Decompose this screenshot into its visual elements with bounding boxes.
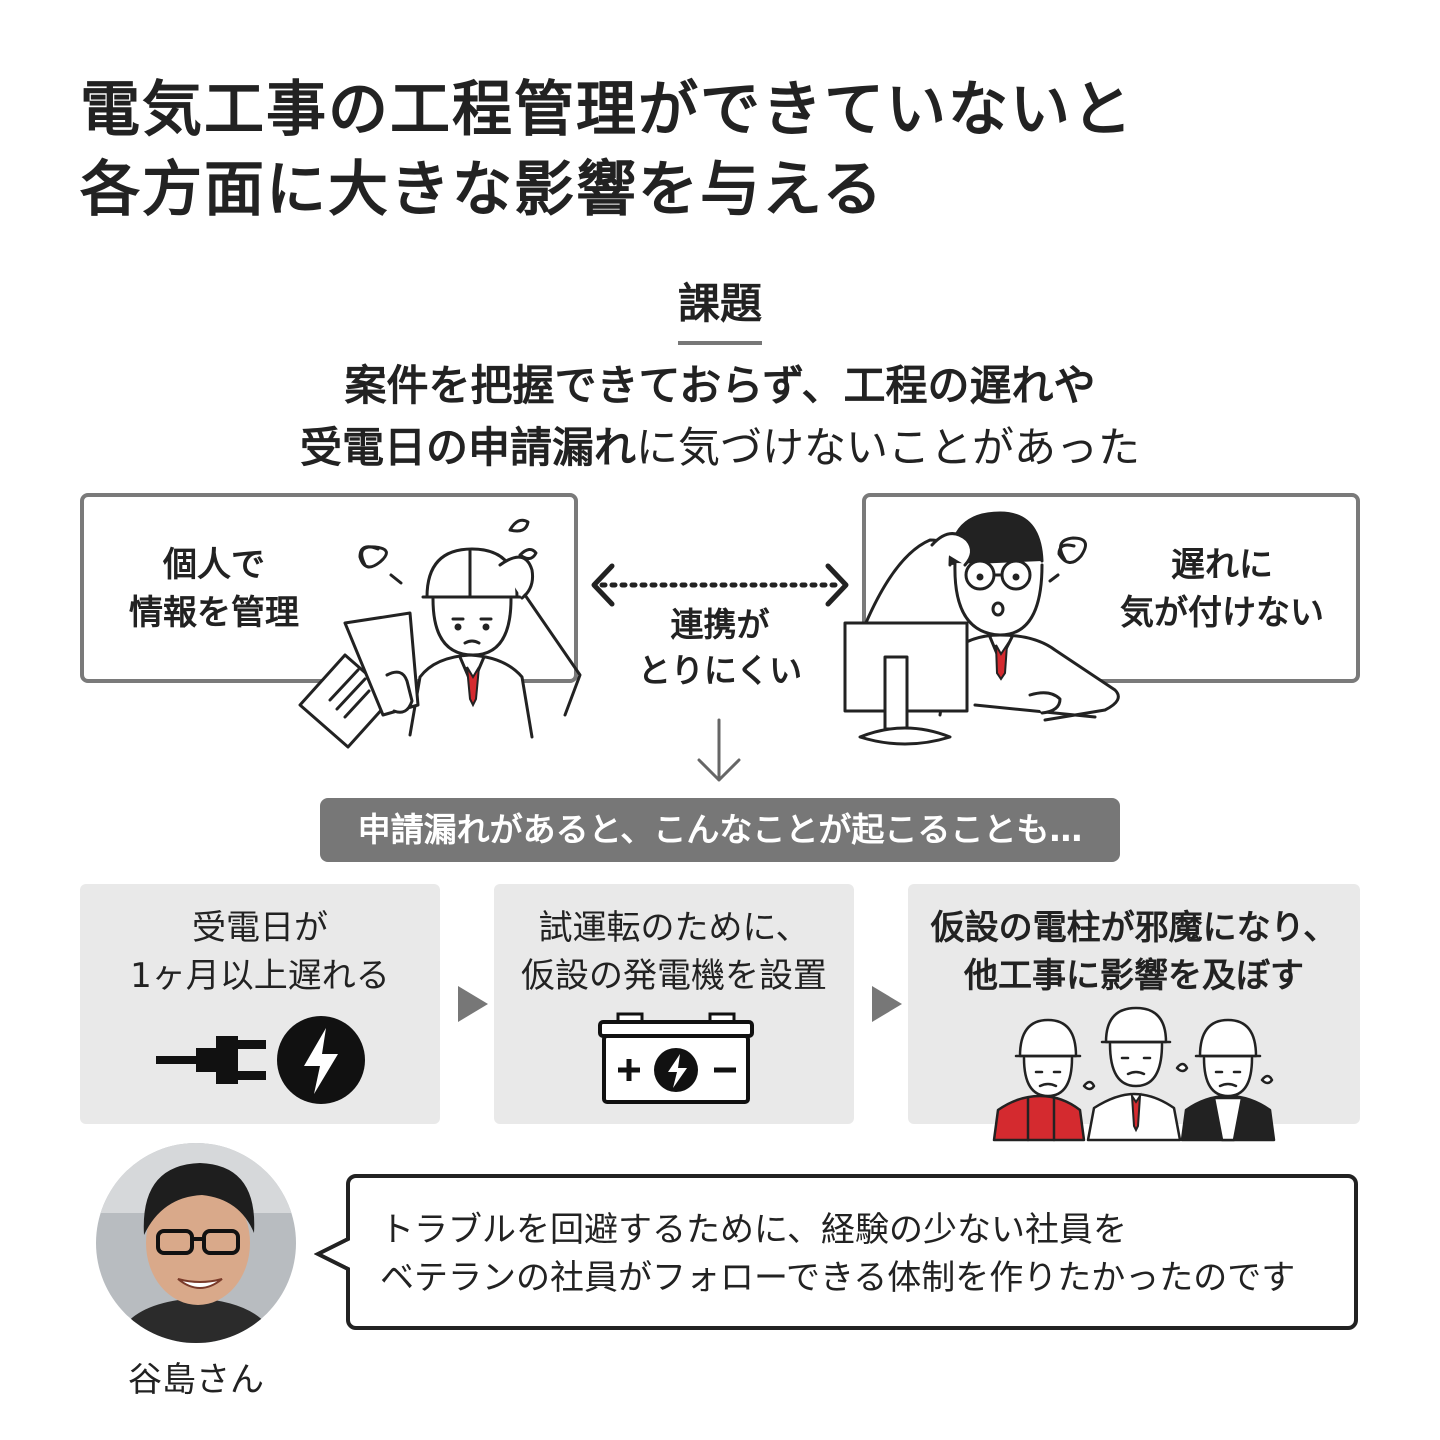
card-2-text: 試運転のために、 仮設の発電機を設置 — [494, 904, 854, 1000]
next-step-arrow-icon — [872, 986, 902, 1022]
right-box-line-1: 遅れに — [1171, 545, 1273, 585]
page-title: 電気工事の工程管理ができていないと 各方面に大きな影響を与える — [80, 70, 1134, 230]
consequence-banner: 申請漏れがあると、こんなことが起こることも… — [320, 798, 1120, 862]
confusion-squiggle-icon — [1057, 536, 1087, 564]
right-box-line-2: 気が付けない — [1120, 593, 1324, 633]
connection-line-1: 連携が — [670, 605, 770, 644]
title-line-2: 各方面に大きな影響を与える — [80, 155, 885, 225]
card-1-line-1: 受電日が — [192, 908, 328, 948]
quote-line-1: トラブルを回避するために、経験の少ない社員を — [380, 1210, 1127, 1250]
issue-line-1: 案件を把握できておらず、工程の遅れや — [344, 361, 1096, 410]
issue-line-2-bold: 受電日の申請漏れ — [299, 423, 636, 472]
card-3-line-2: 他工事に影響を及ぼす — [964, 956, 1304, 996]
card-3-text: 仮設の電柱が邪魔になり、 他工事に影響を及ぼす — [908, 904, 1360, 1000]
card-2-line-2: 仮設の発電機を設置 — [521, 956, 827, 996]
issue-statement: 案件を把握できておらず、工程の遅れや 受電日の申請漏れに気づけないことがあった — [0, 355, 1440, 479]
connection-line-2: とりにくい — [637, 651, 803, 690]
manager-at-computer-illustration — [843, 511, 1120, 746]
plug-lightning-icon — [156, 1016, 365, 1104]
title-line-1: 電気工事の工程管理ができていないと — [80, 75, 1134, 145]
card-1-text: 受電日が 1ヶ月以上遅れる — [80, 904, 440, 1000]
issue-line-2: 受電日の申請漏れに気づけないことがあった — [0, 417, 1440, 479]
down-arrow-icon — [697, 718, 741, 782]
left-box-line-1: 個人で — [163, 545, 265, 585]
card-2-line-1: 試運転のために、 — [538, 908, 810, 948]
next-step-arrow-icon — [458, 986, 488, 1022]
delay-unnoticed-text: 遅れに 気が付けない — [1102, 541, 1342, 637]
quote-bubble: トラブルを回避するために、経験の少ない社員を ベテランの社員がフォローできる体制… — [346, 1174, 1358, 1330]
speaker-name: 谷島さん — [128, 1360, 264, 1400]
battery-icon — [598, 1012, 754, 1104]
card-1-line-2: 1ヶ月以上遅れる — [130, 956, 390, 996]
issue-label: 課題 — [0, 270, 1440, 345]
left-box-line-2: 情報を管理 — [129, 593, 299, 633]
issue-line-2-rest: に気づけないことがあった — [636, 423, 1141, 472]
worker-with-documents-illustration — [298, 518, 582, 749]
quote-line-2: ベテランの社員がフォローできる体制を作りたかったのです — [380, 1258, 1296, 1298]
quote-text: トラブルを回避するために、経験の少ない社員を ベテランの社員がフォローできる体制… — [380, 1206, 1295, 1302]
consequence-card-power-delay: 受電日が 1ヶ月以上遅れる — [80, 884, 440, 1124]
connection-label: 連携が とりにくい — [600, 602, 840, 694]
troubled-workers-icon — [992, 1006, 1276, 1142]
consequence-card-temp-generator: 試運転のために、 仮設の発電機を設置 — [494, 884, 854, 1124]
consequence-card-pole-interference: 仮設の電柱が邪魔になり、 他工事に影響を及ぼす — [908, 884, 1360, 1142]
bubble-tail — [314, 1236, 350, 1272]
card-3-line-1: 仮設の電柱が邪魔になり、 — [930, 908, 1338, 948]
bidirectional-arrow-icon — [591, 563, 849, 607]
individual-management-text: 個人で 情報を管理 — [104, 541, 324, 637]
confusion-squiggle-icon — [358, 545, 388, 569]
speaker-avatar — [96, 1143, 296, 1343]
issue-label-text: 課題 — [677, 270, 762, 345]
